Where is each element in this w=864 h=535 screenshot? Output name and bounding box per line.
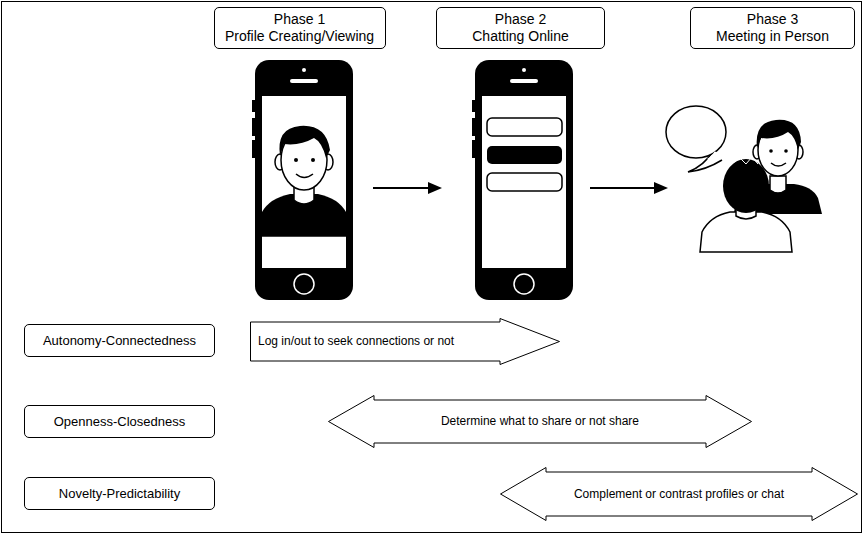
dialectic-box: Novelty-Predictability	[24, 477, 215, 510]
node-label: Determine what to share or not share	[441, 414, 639, 429]
phase-number: Phase 2	[495, 11, 546, 28]
flow-arrow	[590, 182, 668, 194]
arrow-head	[654, 182, 668, 194]
phase-box: Phase 3Meeting in Person	[690, 7, 855, 49]
arrow-head	[428, 182, 442, 194]
phase-number: Phase 1	[274, 11, 325, 28]
one-way-arrow: Log in/out to seek connections or not	[250, 318, 560, 365]
node-label: Chatting Online	[472, 28, 569, 45]
arrow-line	[590, 187, 656, 189]
phase-box: Phase 1Profile Creating/Viewing	[214, 7, 386, 49]
two-way-arrow: Determine what to share or not share	[328, 395, 752, 448]
phone-body	[255, 60, 353, 300]
dialectic-box: Autonomy-Connectedness	[24, 324, 215, 357]
bubble-joint	[708, 152, 716, 160]
profile-photo	[262, 126, 346, 236]
phase-number: Phase 3	[747, 11, 798, 28]
node-label: Autonomy-Connectedness	[43, 333, 196, 349]
flow-arrow	[373, 182, 442, 194]
phone-profile	[252, 60, 353, 300]
phone-screen	[262, 96, 346, 268]
eye	[311, 158, 315, 162]
hair	[279, 126, 330, 158]
chat-bubble	[487, 173, 562, 191]
phone-body	[475, 60, 573, 300]
arrow-shape	[501, 468, 858, 521]
phone-chat	[472, 60, 573, 300]
photo-edge	[262, 235, 346, 237]
hair	[757, 120, 801, 150]
phone-screen	[482, 96, 566, 268]
arrow-shape	[251, 319, 560, 365]
phone-camera	[522, 68, 526, 72]
node-label: Complement or contrast profiles or chat	[574, 487, 784, 502]
node-label: Profile Creating/Viewing	[225, 28, 374, 45]
speech-bubble	[666, 106, 726, 158]
hair-strands	[733, 157, 758, 164]
arrow-line	[373, 187, 430, 189]
arrow-shape	[329, 396, 752, 448]
node-label: Openness-Closedness	[54, 414, 186, 430]
node-label: Novelty-Predictability	[59, 486, 180, 502]
home-button	[294, 274, 314, 294]
meeting-people	[666, 106, 822, 252]
phone-speaker	[510, 79, 538, 83]
eye	[769, 149, 773, 153]
phone-speaker	[290, 79, 318, 83]
node-label: Meeting in Person	[716, 28, 829, 45]
phase-box: Phase 2Chatting Online	[436, 7, 605, 49]
chat-bubble	[487, 146, 562, 164]
home-button	[514, 274, 534, 294]
back-head	[723, 159, 769, 213]
smile	[771, 163, 786, 166]
two-way-arrow: Complement or contrast profiles or chat	[500, 467, 858, 521]
chat-bubble	[487, 118, 562, 136]
node-label: Log in/out to seek connections or not	[258, 334, 454, 349]
phone-camera	[302, 68, 306, 72]
smile	[296, 174, 313, 178]
eye	[784, 149, 788, 153]
neck	[770, 176, 786, 193]
eye	[294, 158, 298, 162]
dialectic-box: Openness-Closedness	[24, 405, 215, 438]
